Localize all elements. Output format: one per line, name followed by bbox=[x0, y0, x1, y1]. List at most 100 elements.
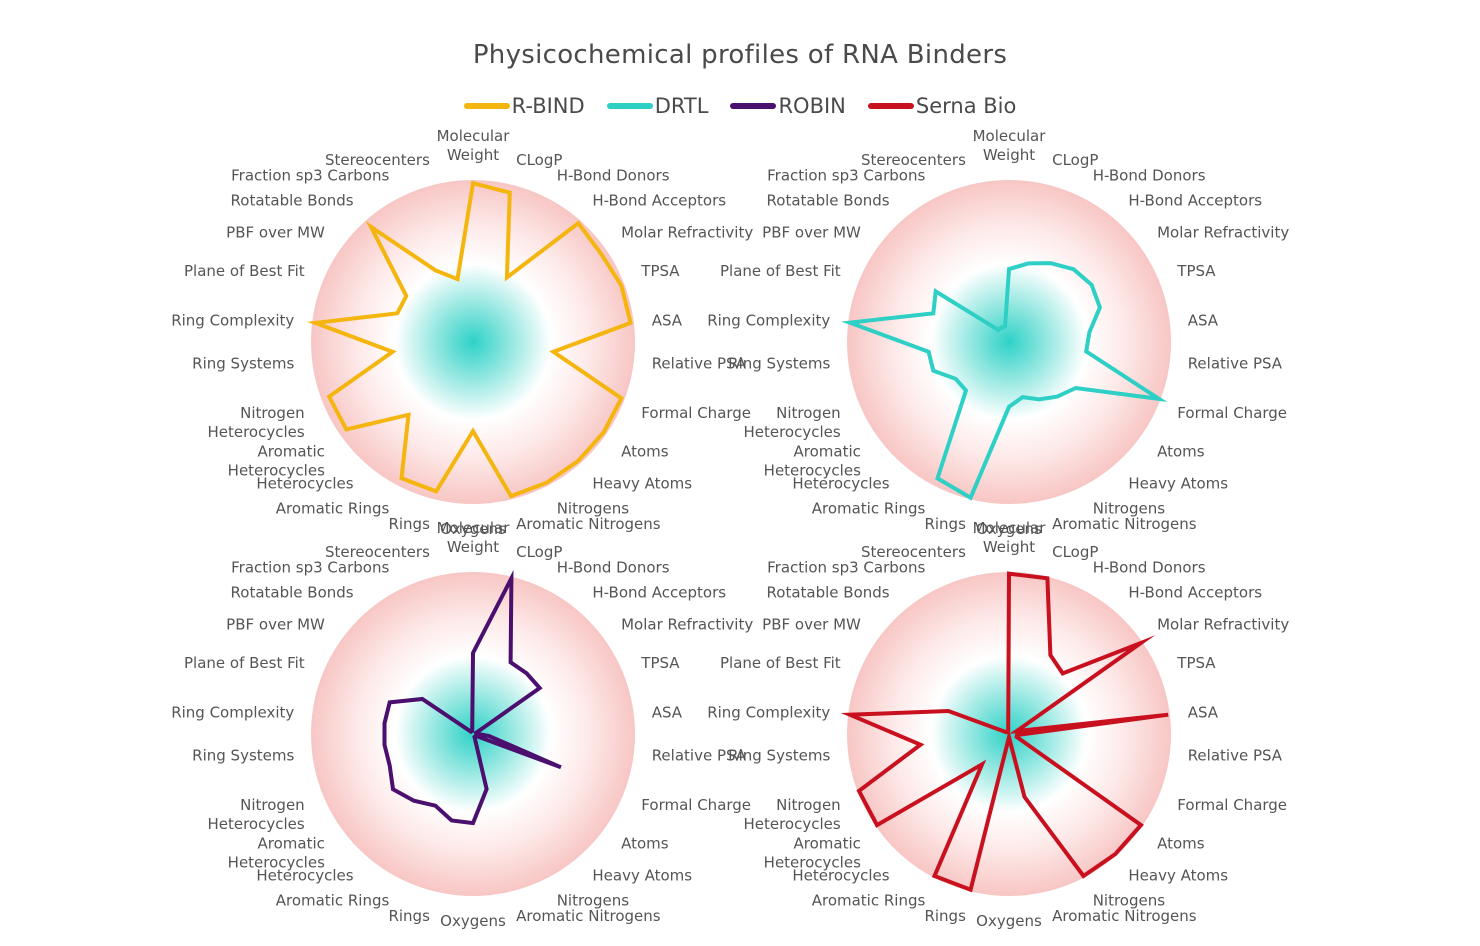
chart-title: Physicochemical profiles of RNA Binders bbox=[472, 40, 1008, 70]
axis-label-oxygens: Oxygens bbox=[976, 520, 1042, 538]
legend-label-robin: ROBIN bbox=[778, 94, 846, 118]
axis-label-heavy-atoms: Heavy Atoms bbox=[592, 475, 692, 493]
axis-label-heterocycles: Heterocycles bbox=[792, 867, 889, 885]
axis-label-heavy-atoms: Heavy Atoms bbox=[1128, 475, 1228, 493]
axis-label-formal-charge: Formal Charge bbox=[1177, 404, 1287, 422]
axis-label-asa: ASA bbox=[652, 703, 683, 721]
axis-label-formal-charge: Formal Charge bbox=[641, 404, 751, 422]
axis-label-atoms: Atoms bbox=[621, 834, 669, 852]
chart-legend: R-BIND DRTL ROBIN Serna Bio bbox=[0, 94, 1480, 118]
axis-label-plane-of-best-fit: Plane of Best Fit bbox=[184, 654, 305, 672]
axis-label-heterocycles: Heterocycles bbox=[256, 475, 353, 493]
axis-label-heterocycles: Heterocycles bbox=[792, 475, 889, 493]
axis-label-fraction-sp3-carbons: Fraction sp3 Carbons bbox=[231, 559, 389, 577]
axis-label-ring-complexity: Ring Complexity bbox=[171, 311, 294, 329]
axis-label-ring-systems: Ring Systems bbox=[728, 355, 830, 373]
axis-label-nitrogens: Nitrogens bbox=[557, 891, 630, 909]
legend-swatch-robin bbox=[730, 103, 777, 109]
axis-label-heavy-atoms: Heavy Atoms bbox=[592, 867, 692, 885]
axis-label-plane-of-best-fit: Plane of Best Fit bbox=[720, 262, 841, 280]
axis-label-rings: Rings bbox=[924, 907, 966, 925]
axis-label-aromatic-rings: Aromatic Rings bbox=[812, 891, 926, 909]
axis-label-tpsa: TPSA bbox=[1176, 262, 1216, 280]
axis-label-pbf-over-mw: PBF over MW bbox=[762, 616, 861, 634]
axis-label-ring-systems: Ring Systems bbox=[728, 747, 830, 765]
axis-label-oxygens: Oxygens bbox=[976, 912, 1042, 930]
axis-label-tpsa: TPSA bbox=[1176, 654, 1216, 672]
axis-label-rotatable-bonds: Rotatable Bonds bbox=[231, 191, 354, 209]
legend-item-serna: Serna Bio bbox=[867, 94, 1016, 118]
legend-item-robin: ROBIN bbox=[730, 94, 846, 118]
axis-label-fraction-sp3-carbons: Fraction sp3 Carbons bbox=[231, 167, 389, 185]
axis-label-molar-refractivity: Molar Refractivity bbox=[621, 224, 753, 242]
series-line-robin bbox=[382, 569, 562, 826]
axis-label-tpsa: TPSA bbox=[640, 654, 680, 672]
axis-label-h-bond-donors: H-Bond Donors bbox=[1093, 167, 1206, 185]
axis-label-aromatic-nitrogens: Aromatic Nitrogens bbox=[516, 515, 661, 533]
axis-label-aromatic-rings: Aromatic Rings bbox=[276, 891, 390, 909]
axis-label-rings: Rings bbox=[388, 907, 430, 925]
axis-label-atoms: Atoms bbox=[621, 442, 669, 460]
axis-label-aromatic-nitrogens: Aromatic Nitrogens bbox=[1052, 907, 1197, 925]
axis-label-clogp: CLogP bbox=[1052, 543, 1098, 561]
axis-label-rotatable-bonds: Rotatable Bonds bbox=[767, 583, 890, 601]
series-line-drtl bbox=[841, 261, 1168, 501]
axis-label-asa: ASA bbox=[1188, 703, 1219, 721]
radar-background bbox=[311, 572, 635, 896]
axis-label-nitrogens: Nitrogens bbox=[1093, 891, 1166, 909]
axis-label-clogp: CLogP bbox=[516, 151, 562, 169]
axis-label-stereocenters: Stereocenters bbox=[861, 543, 966, 561]
axis-label-aromatic-nitrogens: Aromatic Nitrogens bbox=[1052, 515, 1197, 533]
axis-label-stereocenters: Stereocenters bbox=[325, 543, 430, 561]
axis-label-aromatic-nitrogens: Aromatic Nitrogens bbox=[516, 907, 661, 925]
axis-label-h-bond-acceptors: H-Bond Acceptors bbox=[1128, 191, 1262, 209]
axis-label-nitrogens: Nitrogens bbox=[1093, 499, 1166, 517]
axis-label-atoms: Atoms bbox=[1157, 834, 1205, 852]
axis-label-tpsa: TPSA bbox=[640, 262, 680, 280]
axis-label-asa: ASA bbox=[1188, 311, 1219, 329]
series-line-r-bind bbox=[306, 180, 633, 499]
legend-label-drtl: DRTL bbox=[654, 94, 709, 118]
axis-label-aromatic-rings: Aromatic Rings bbox=[276, 499, 390, 517]
axis-label-clogp: CLogP bbox=[1052, 151, 1098, 169]
axis-label-rings: Rings bbox=[388, 515, 430, 533]
axis-label-ring-systems: Ring Systems bbox=[192, 747, 294, 765]
axis-label-molar-refractivity: Molar Refractivity bbox=[1157, 616, 1289, 634]
axis-label-h-bond-donors: H-Bond Donors bbox=[1093, 559, 1206, 577]
axis-label-molar-refractivity: Molar Refractivity bbox=[1157, 224, 1289, 242]
axis-label-pbf-over-mw: PBF over MW bbox=[226, 616, 325, 634]
axis-label-rotatable-bonds: Rotatable Bonds bbox=[767, 191, 890, 209]
legend-swatch-drtl bbox=[606, 103, 653, 109]
axis-label-fraction-sp3-carbons: Fraction sp3 Carbons bbox=[767, 167, 925, 185]
radar-background bbox=[311, 180, 635, 504]
axis-label-rotatable-bonds: Rotatable Bonds bbox=[231, 583, 354, 601]
axis-label-oxygens: Oxygens bbox=[440, 912, 506, 930]
axis-label-h-bond-acceptors: H-Bond Acceptors bbox=[592, 583, 726, 601]
axis-label-nitrogens: Nitrogens bbox=[557, 499, 630, 517]
axis-label-clogp: CLogP bbox=[516, 543, 562, 561]
axis-label-relative-psa: Relative PSA bbox=[652, 355, 747, 373]
axis-label-stereocenters: Stereocenters bbox=[325, 151, 430, 169]
axis-label-rings: Rings bbox=[924, 515, 966, 533]
axis-label-oxygens: Oxygens bbox=[440, 520, 506, 538]
axis-label-heavy-atoms: Heavy Atoms bbox=[1128, 867, 1228, 885]
axis-label-aromatic-rings: Aromatic Rings bbox=[812, 499, 926, 517]
axis-label-ring-complexity: Ring Complexity bbox=[707, 311, 830, 329]
axis-label-relative-psa: Relative PSA bbox=[652, 747, 747, 765]
axis-label-ring-complexity: Ring Complexity bbox=[171, 703, 294, 721]
legend-item-drtl: DRTL bbox=[606, 94, 709, 118]
axis-label-heterocycles: Heterocycles bbox=[256, 867, 353, 885]
legend-item-rbind: R-BIND bbox=[463, 94, 585, 118]
